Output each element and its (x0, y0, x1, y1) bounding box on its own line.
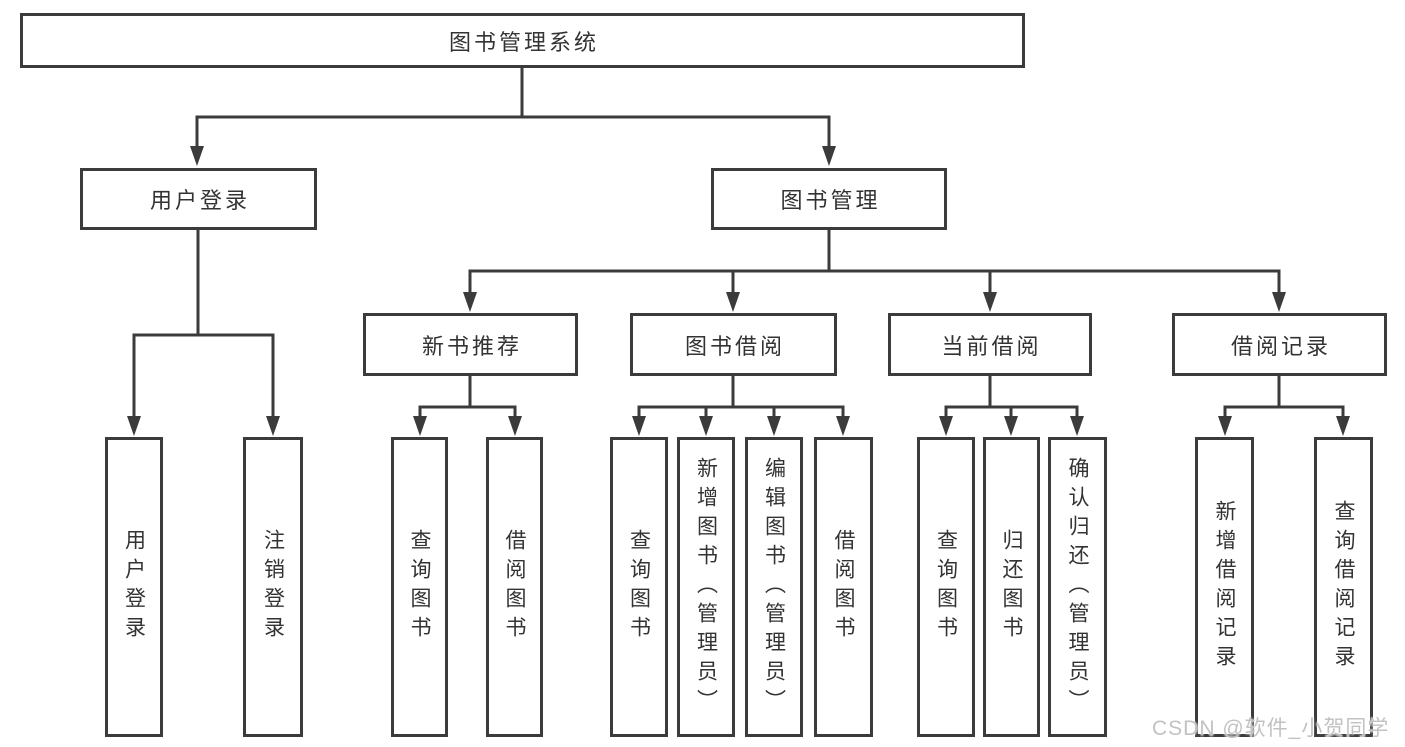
node-label: 图书管理 (780, 188, 881, 213)
leaf-query-borrow-record: 查询借阅记录 (1314, 437, 1373, 737)
leaf-confirm-return-admin: 确认归还（管理员） (1048, 437, 1107, 737)
leaf-edit-books-admin: 编辑图书（管理员） (745, 437, 803, 737)
node-label: 新书推荐 (421, 333, 522, 359)
node-label: 用户登录 (149, 188, 250, 213)
node-label: 用户登录 (122, 529, 146, 645)
node-label: 借阅图书 (503, 529, 527, 645)
node-book-management: 图书管理 (711, 168, 947, 230)
node-label: 查询图书 (408, 529, 432, 645)
node-borrowing-records: 借阅记录 (1172, 313, 1387, 376)
node-label: 确认归还（管理员） (1066, 456, 1090, 718)
leaf-borrow-books: 借阅图书 (486, 437, 543, 737)
csdn-watermark: CSDN @软件_小贺同学 (1152, 717, 1390, 740)
node-library-management-system: 图书管理系统 (20, 13, 1025, 68)
node-label: 图书管理系统 (448, 29, 599, 55)
node-label: 借阅图书 (832, 529, 856, 645)
node-label: 图书借阅 (684, 333, 785, 359)
leaf-logout: 注销登录 (243, 437, 303, 737)
node-label: 编辑图书（管理员） (762, 456, 786, 718)
node-label: 查询借阅记录 (1332, 500, 1356, 674)
leaf-query-books: 查询图书 (391, 437, 448, 737)
leaf-borrow-books: 借阅图书 (814, 437, 873, 737)
node-label: 注销登录 (261, 529, 285, 645)
leaf-add-borrow-record: 新增借阅记录 (1195, 437, 1254, 737)
leaf-return-books: 归还图书 (983, 437, 1040, 737)
leaf-add-books-admin: 新增图书（管理员） (677, 437, 735, 737)
leaf-query-books: 查询图书 (610, 437, 668, 737)
node-label: 查询图书 (934, 529, 958, 645)
node-current-borrowing: 当前借阅 (888, 313, 1092, 376)
node-label: 当前借阅 (941, 333, 1042, 359)
node-label: 借阅记录 (1230, 333, 1331, 359)
node-new-book-recommendation: 新书推荐 (363, 313, 578, 376)
node-label: 查询图书 (627, 529, 651, 645)
leaf-user-login: 用户登录 (105, 437, 163, 737)
node-label: 新增图书（管理员） (694, 456, 718, 718)
node-book-borrowing: 图书借阅 (630, 313, 837, 376)
node-label: 归还图书 (1000, 529, 1024, 645)
node-label: 新增借阅记录 (1213, 500, 1237, 674)
node-user-login: 用户登录 (80, 168, 317, 230)
leaf-query-books: 查询图书 (917, 437, 975, 737)
